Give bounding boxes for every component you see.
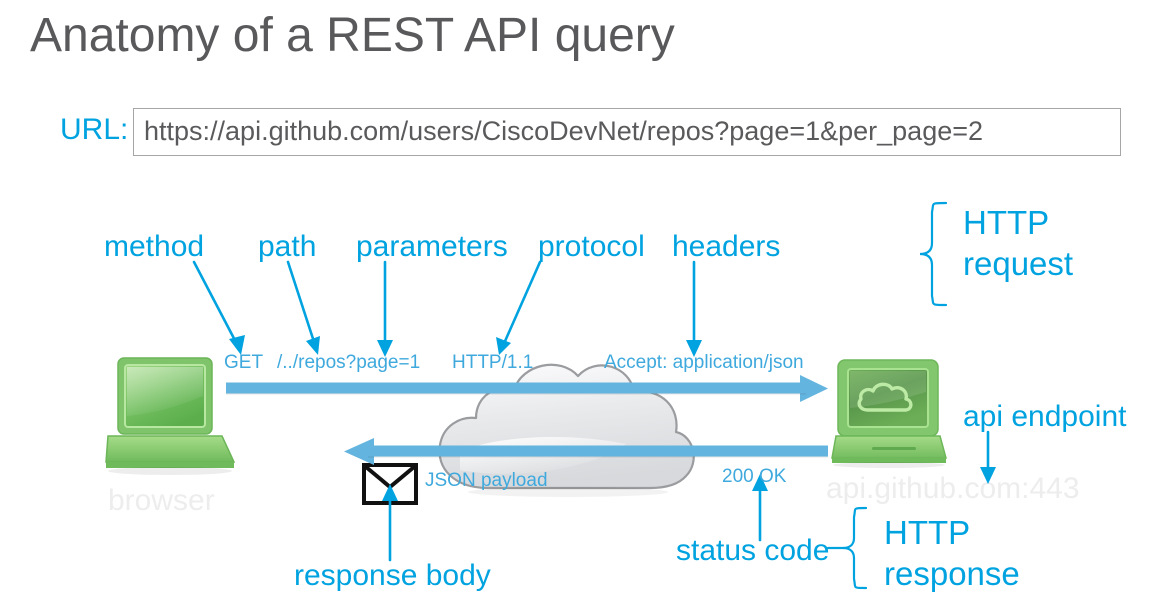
- server-label: api.github.com:443: [826, 472, 1080, 505]
- envelope-icon: [362, 463, 418, 510]
- callout-http-response-line2: response: [884, 555, 1020, 592]
- callout-protocol: protocol: [538, 230, 645, 263]
- response-status-text: 200 OK: [722, 466, 787, 487]
- http-response-brace: [826, 506, 868, 590]
- callout-headers: headers: [672, 230, 781, 263]
- callout-http-request-line2: request: [963, 245, 1074, 282]
- page-title: Anatomy of a REST API query: [30, 9, 675, 62]
- url-input-value: https://api.github.com/users/CiscoDevNet…: [144, 116, 984, 146]
- url-label: URL:: [60, 113, 129, 146]
- client-label: browser: [108, 484, 215, 517]
- url-input[interactable]: https://api.github.com/users/CiscoDevNet…: [133, 108, 1121, 156]
- response-payload-text: JSON payload: [425, 470, 548, 491]
- server-cloud-icon: [828, 358, 950, 473]
- callout-http-request-line1: HTTP: [963, 204, 1050, 241]
- callout-path: path: [258, 230, 317, 263]
- request-path-text: /../repos?page=1: [277, 352, 421, 373]
- request-protocol-text: HTTP/1.1: [452, 352, 534, 373]
- laptop-icon: [104, 356, 236, 481]
- callout-parameters: parameters: [356, 230, 508, 263]
- callout-http-response-line1: HTTP: [884, 514, 971, 551]
- callout-api-endpoint: api endpoint: [963, 400, 1127, 433]
- callout-method: method: [104, 230, 205, 263]
- request-method-text: GET: [224, 352, 264, 373]
- callout-response-body: response body: [294, 559, 491, 592]
- request-headers-text: Accept: application/json: [604, 352, 804, 373]
- http-request-brace: [919, 201, 948, 307]
- callout-status-code: status code: [676, 534, 830, 567]
